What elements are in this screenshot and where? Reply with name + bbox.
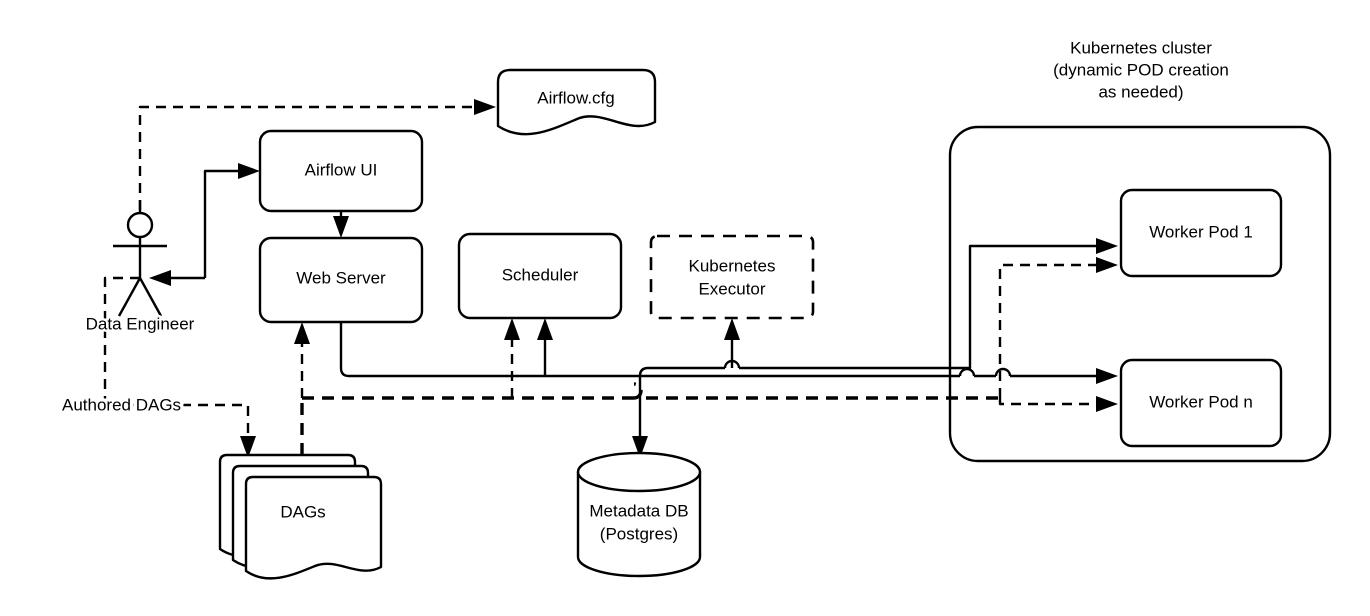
authored-dags-label: Authored DAGs [62, 395, 181, 414]
airflow-ui-label: Airflow UI [305, 160, 378, 179]
edge-dags-bus [300, 382, 1000, 455]
node-scheduler[interactable]: Scheduler [457, 232, 623, 320]
airflow-cfg-label: Airflow.cfg [537, 88, 614, 107]
node-worker-pod-1[interactable]: Worker Pod 1 [1119, 188, 1283, 278]
node-worker-pod-n[interactable]: Worker Pod n [1119, 358, 1283, 448]
edge-dags-to-scheduler [504, 318, 520, 398]
kubernetes-cluster-label-line2: (dynamic POD creation [1053, 60, 1229, 79]
arrowhead-airflow-ui [238, 163, 260, 179]
edge-bus-to-metadata-db [632, 398, 648, 458]
edge-airflow-ui-to-engineer [149, 270, 205, 286]
edge-scheduler-metadata [537, 318, 553, 376]
arrowhead-airflowcfg [474, 99, 496, 115]
edge-dags-to-worker-pod-1 [998, 257, 1118, 398]
node-airflow-ui[interactable]: Airflow UI [258, 129, 424, 213]
worker-pod-n-label: Worker Pod n [1149, 392, 1253, 411]
worker-pod-1-label: Worker Pod 1 [1149, 222, 1253, 241]
edge-executor-bus [638, 238, 1118, 398]
edge-authored-dags: Authored DAGs [59, 276, 256, 458]
metadata-db-label-line1: Metadata DB [589, 501, 688, 520]
node-kubernetes-executor[interactable]: Kubernetes Executor [649, 234, 815, 320]
web-server-label: Web Server [296, 268, 386, 287]
arrowhead-scheduler-dags [504, 318, 520, 340]
arrowhead-worker-pod-1-solid [1096, 238, 1118, 254]
kubernetes-cluster-label-line1: Kubernetes cluster [1070, 38, 1212, 57]
arrowhead-dags [240, 436, 256, 458]
edge-bus-to-kubernetes-executor [724, 318, 740, 368]
arrowhead-web-server-dags [294, 322, 310, 344]
arrowhead-metadata-db [632, 436, 648, 458]
edge-dags-to-worker-pod-n [998, 396, 1118, 412]
edge-engineer-to-airflowcfg [138, 99, 496, 210]
data-engineer-label: Data Engineer [86, 314, 195, 333]
scheduler-label: Scheduler [502, 265, 579, 284]
kubernetes-cluster-label-line3: as needed) [1098, 82, 1183, 101]
node-web-server[interactable]: Web Server [258, 236, 424, 324]
arrowhead-worker-pod-n-solid [1096, 368, 1118, 384]
arrowhead-worker-pod-n-dashed [1096, 396, 1118, 412]
arrowhead-worker-pod-1-dashed [1096, 257, 1118, 273]
edge-engineer-to-airflow-ui [203, 163, 260, 278]
node-data-engineer[interactable]: Data Engineer [83, 200, 197, 336]
dags-label: DAGs [280, 502, 325, 521]
node-airflow-cfg[interactable]: Airflow.cfg [496, 68, 657, 136]
arrowhead-web-server [333, 216, 349, 238]
node-metadata-db[interactable]: Metadata DB (Postgres) [576, 451, 702, 578]
edge-dags-to-web-server [294, 322, 310, 398]
arrowhead-kubernetes-executor [724, 318, 740, 340]
arrowhead-engineer [149, 270, 171, 286]
kubernetes-executor-label-line2: Executor [698, 279, 765, 298]
node-dags[interactable]: DAGs [218, 453, 383, 580]
arrowhead-scheduler-solid [537, 318, 553, 340]
metadata-db-label-line2: (Postgres) [600, 524, 678, 543]
edge-airflow-ui-to-web-server [333, 211, 349, 238]
kubernetes-executor-label-line1: Kubernetes [689, 256, 776, 275]
